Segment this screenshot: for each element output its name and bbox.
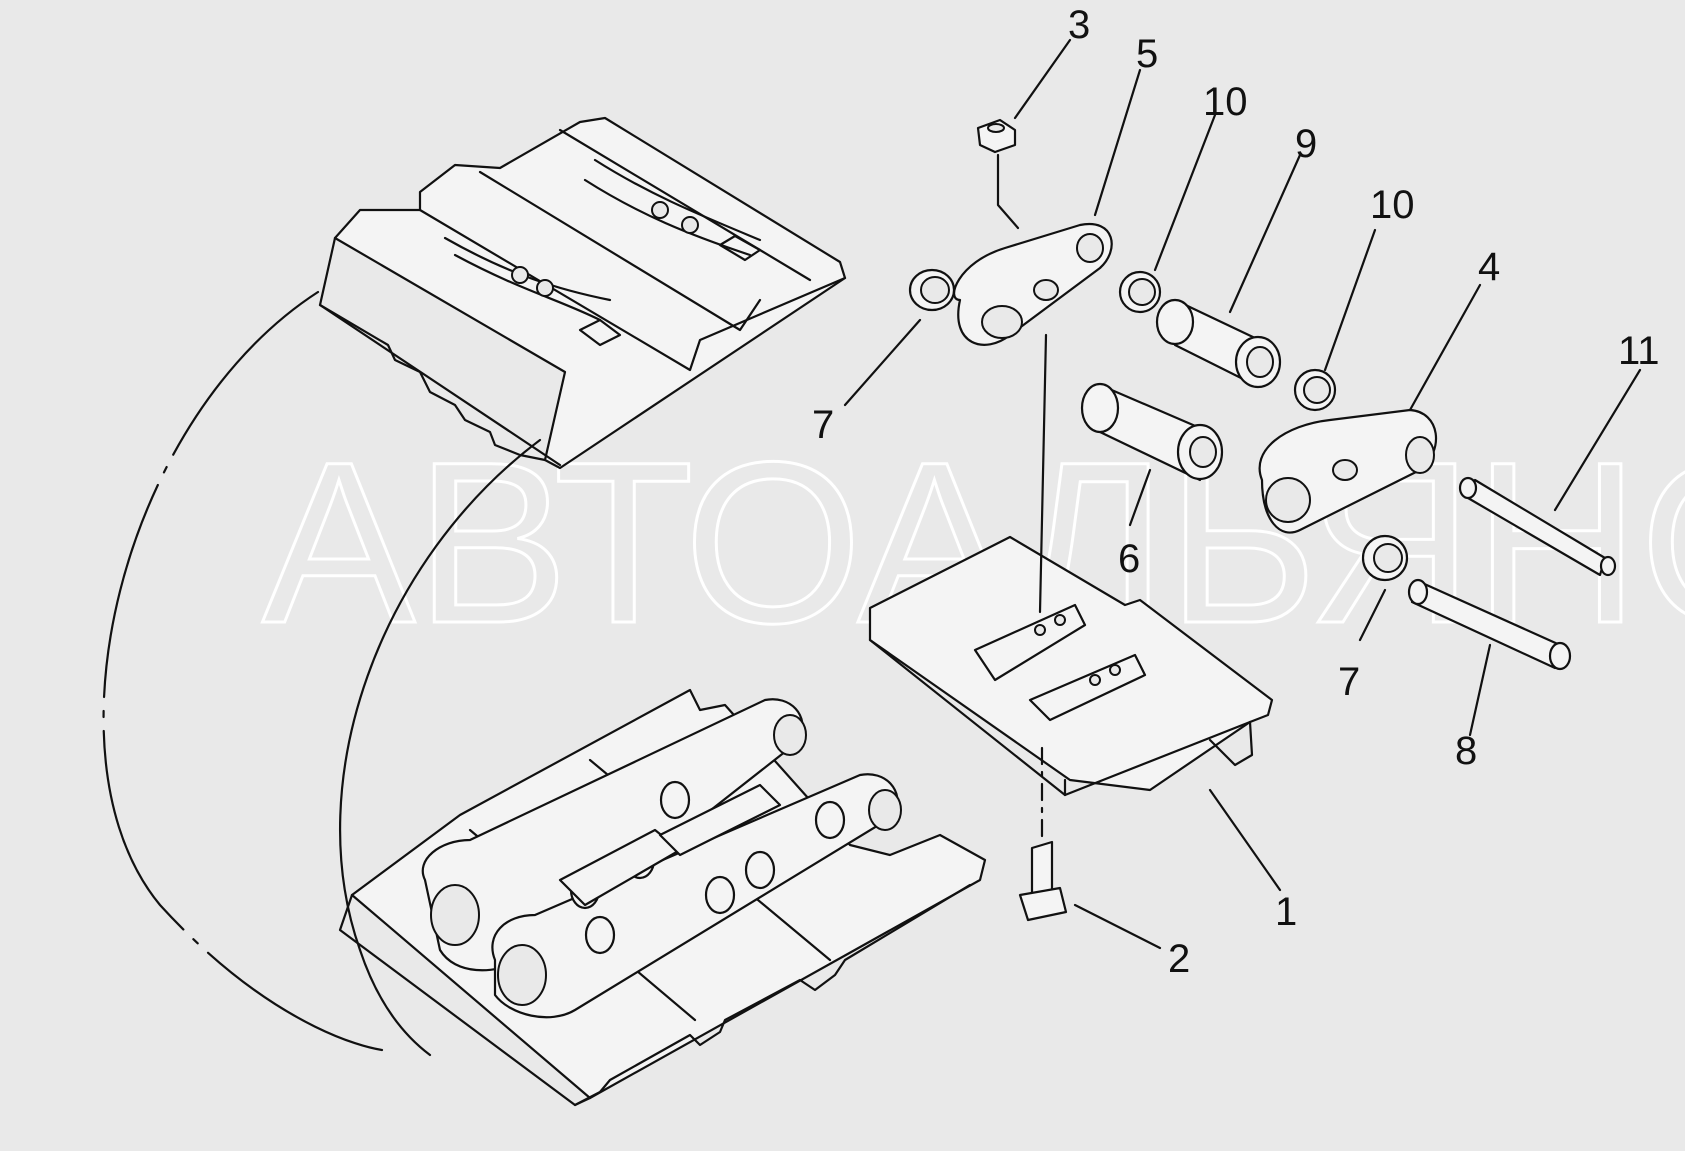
part-1-track-shoe: [868, 535, 1274, 797]
callout-7-lower: 7: [1338, 660, 1360, 704]
part-6-bushing: [1080, 382, 1224, 482]
part-5-link: [953, 222, 1113, 346]
callout-11: 11: [1618, 329, 1660, 373]
part-2-bolt: [1018, 840, 1068, 922]
callout-5: 5: [1136, 32, 1158, 76]
part-11-pin: [1458, 476, 1617, 577]
callout-9: 9: [1295, 122, 1317, 166]
callout-labels: 3 5 10 9 10 4 11 7 6 7 8 1 2: [812, 3, 1660, 981]
callout-1: 1: [1275, 890, 1297, 934]
leader-lines: [843, 38, 1642, 950]
callout-7-upper: 7: [812, 403, 834, 447]
part-4-link: [1258, 408, 1438, 534]
part-7-seal-upper: [908, 268, 956, 312]
callout-6: 6: [1118, 537, 1140, 581]
part-8-pin: [1407, 578, 1572, 671]
track-loop-outline: [102, 290, 542, 1057]
part-3-nut: [976, 118, 1017, 154]
callout-4: 4: [1478, 245, 1500, 289]
callout-2: 2: [1168, 937, 1190, 981]
lower-chain-assembly: [338, 688, 987, 1107]
bolt-axis-centerline: [996, 153, 1048, 842]
callout-10-right: 10: [1370, 183, 1415, 227]
part-9-bushing: [1155, 298, 1282, 389]
part-10-ring-right: [1293, 368, 1337, 412]
callout-10-left: 10: [1203, 80, 1248, 124]
upper-track-shoes: [318, 116, 847, 470]
part-10-ring-left: [1118, 270, 1162, 314]
callout-8: 8: [1455, 729, 1477, 773]
part-7-seal-lower: [1361, 534, 1409, 582]
callout-3: 3: [1068, 3, 1090, 47]
